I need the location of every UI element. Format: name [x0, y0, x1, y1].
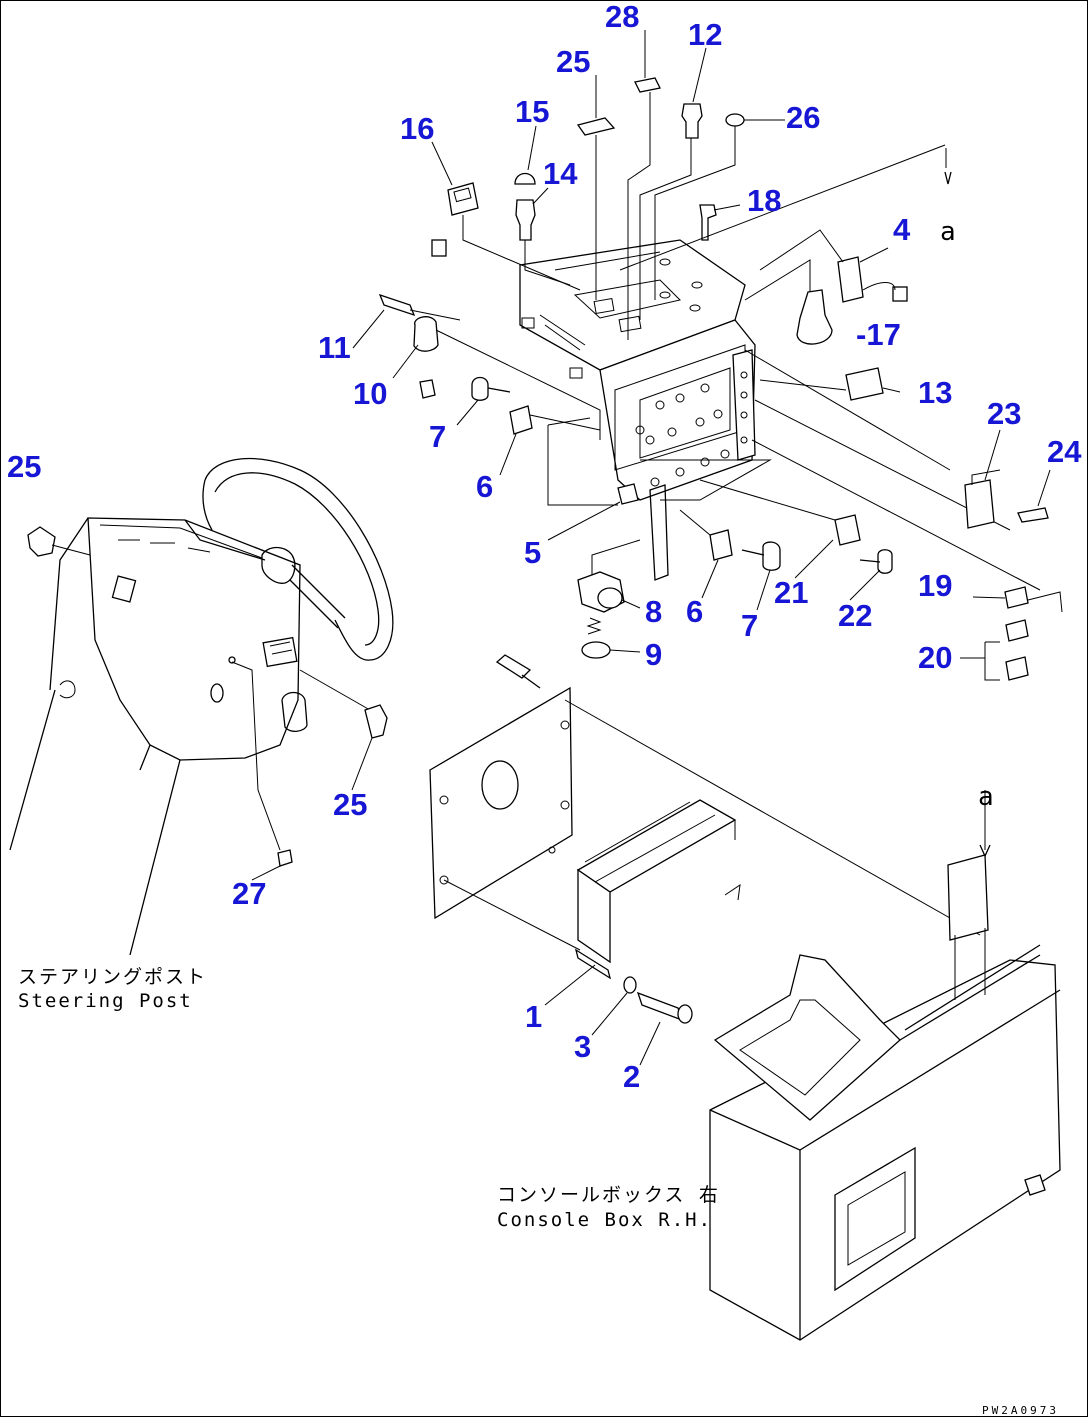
console-box-label-en: Console Box R.H.: [497, 1209, 712, 1231]
callout-24: 24: [1047, 434, 1082, 469]
callout-5: 5: [524, 535, 541, 570]
callout-20: 20: [918, 640, 952, 675]
drawing-code: PW2A0973: [982, 1404, 1059, 1417]
callout-21: 21: [774, 575, 808, 610]
steering-post-label-jp: ステアリングポスト: [18, 966, 207, 988]
mount-plate: [429, 654, 981, 1024]
switch-parts: [378, 77, 1063, 681]
callout-19: 19: [918, 568, 952, 603]
callout-2: 2: [623, 1059, 640, 1094]
callout-3: 3: [574, 1029, 591, 1064]
callout-9: 9: [645, 637, 662, 672]
callout-6-lower: 6: [686, 594, 703, 629]
callout-14: 14: [543, 156, 578, 191]
view-arrow-icon: [944, 171, 952, 185]
callout-22: 22: [838, 598, 872, 633]
callout-leaders: [251, 30, 1051, 1066]
callout-28: 28: [605, 0, 639, 34]
callout-labels: 28 12 25 15 26 16 14 18 4 -17 11 10 13 7…: [7, 0, 1082, 1094]
callout-6-upper: 6: [476, 469, 493, 504]
steering-post: [9, 457, 394, 956]
callout-25-lower: 25: [333, 787, 367, 822]
instrument-panel: [519, 239, 772, 581]
callout-12: 12: [688, 17, 722, 52]
callout-17: -17: [856, 317, 901, 352]
view-mark-a-side: a: [978, 782, 996, 812]
callout-7-upper: 7: [429, 419, 446, 454]
callout-18: 18: [747, 183, 781, 218]
callout-10: 10: [353, 376, 387, 411]
console-box: [709, 790, 1061, 1341]
callout-7-lower: 7: [741, 608, 758, 643]
callout-11: 11: [318, 330, 351, 365]
callout-8: 8: [645, 594, 662, 629]
callout-1: 1: [525, 999, 542, 1034]
view-mark-a-top: a: [940, 217, 958, 247]
callout-27: 27: [232, 876, 266, 911]
callout-16: 16: [400, 111, 434, 146]
callout-15: 15: [515, 94, 549, 129]
steering-post-label-en: Steering Post: [18, 990, 193, 1012]
callout-4: 4: [893, 212, 911, 247]
callout-13: 13: [918, 375, 952, 410]
callout-23: 23: [987, 396, 1021, 431]
callout-25-left: 25: [7, 449, 41, 484]
callout-25-top: 25: [556, 44, 590, 79]
console-box-label-jp: コンソールボックス 右: [497, 1184, 720, 1206]
callout-26: 26: [786, 100, 820, 135]
